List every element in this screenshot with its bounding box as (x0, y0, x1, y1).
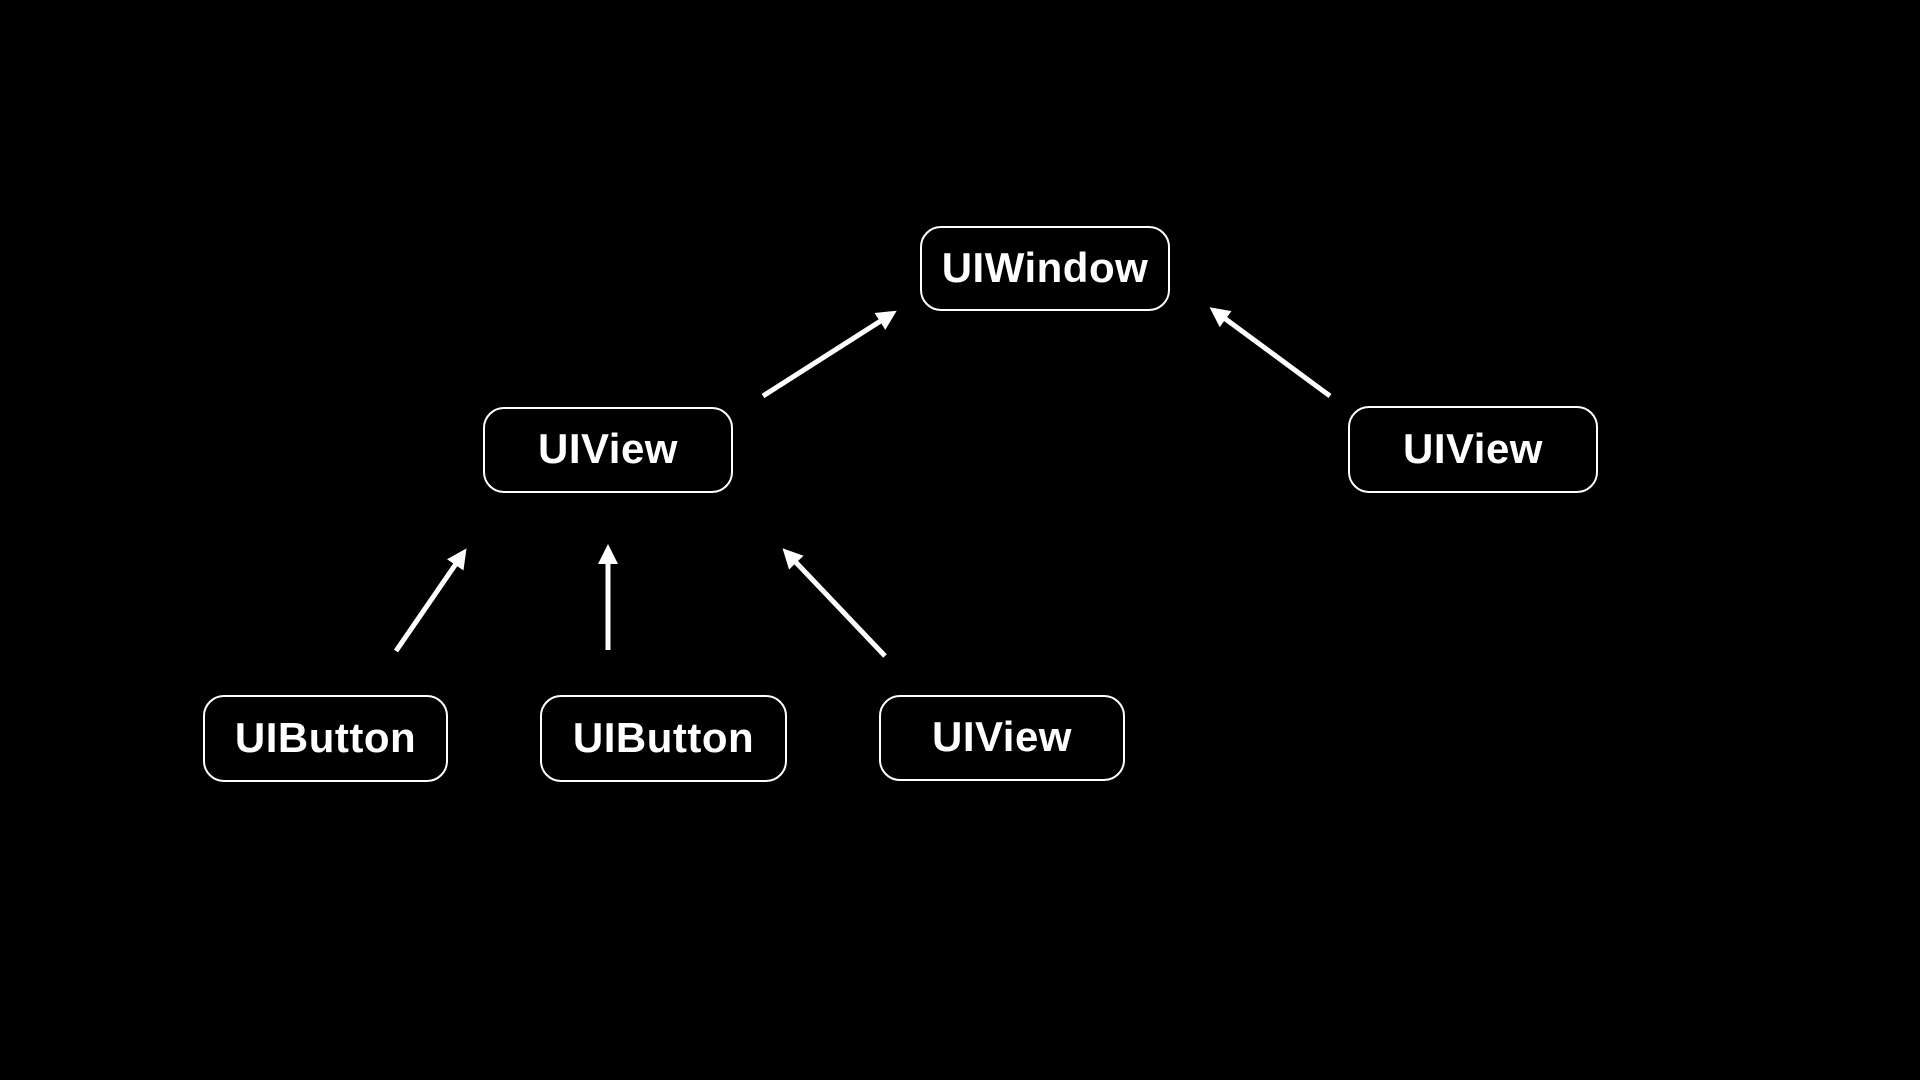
node-uiwindow-label: UIWindow (941, 243, 1149, 291)
node-uiview-right: UIView (1348, 406, 1598, 493)
node-uiwindow: UIWindow (920, 226, 1170, 311)
node-uibutton-left-label: UIButton (234, 713, 417, 761)
node-uiview-middle-label: UIView (538, 425, 678, 472)
node-uiview-bottom-label: UIView (932, 713, 1072, 760)
arrow-uiview-middle-to-uiwindow (761, 310, 897, 399)
node-uiview-middle: UIView (483, 407, 733, 493)
arrow-uibutton-left-to-uiview-middle (393, 548, 467, 653)
node-uibutton-left: UIButton (203, 695, 448, 782)
node-uiview-bottom: UIView (879, 695, 1125, 781)
node-uibutton-middle-label: UIButton (572, 713, 755, 761)
arrow-uiview-right-to-uiwindow (1209, 307, 1332, 399)
node-uiview-right-label: UIView (1403, 424, 1543, 472)
arrow-uiview-bottom-to-uiview-middle (782, 548, 887, 658)
node-uibutton-middle: UIButton (540, 695, 787, 782)
